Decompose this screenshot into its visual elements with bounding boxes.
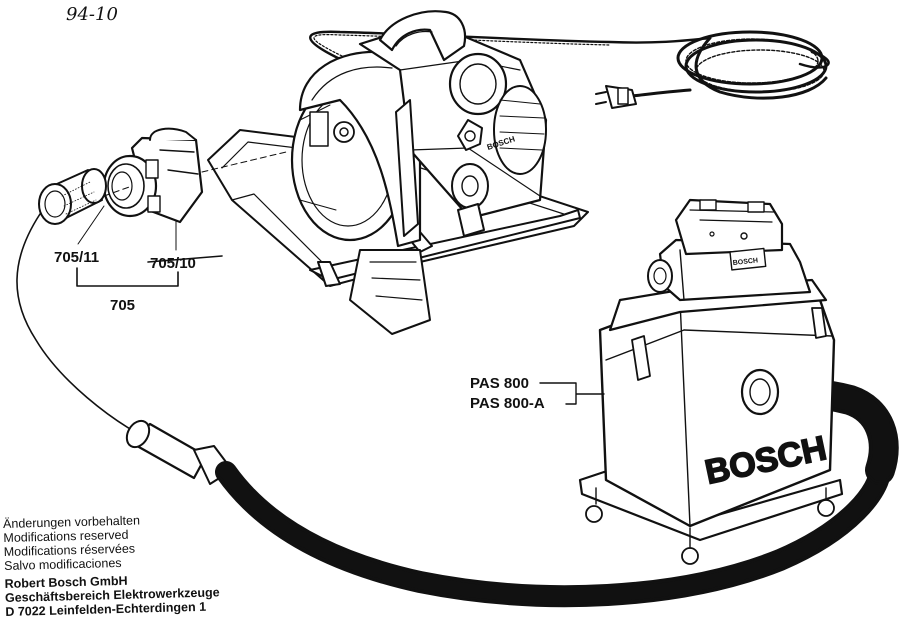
- company-address: D 7022 Leinfelden-Echterdingen 1: [5, 600, 206, 619]
- model-bracket: [539, 382, 605, 405]
- group-bracket: [76, 267, 179, 287]
- handwritten-reference: 94-10: [66, 4, 118, 25]
- notice-block: Änderungen vorbehalten Modifications res…: [3, 513, 220, 619]
- mains-plug: [595, 85, 637, 109]
- company-division: Geschäftsbereich Elektrowerkzeuge: [5, 585, 220, 605]
- notice-line-es: Salvo modificaciones: [4, 556, 122, 573]
- company-name: Robert Bosch GmbH: [4, 574, 127, 591]
- notice-line-fr: Modifications réservées: [4, 542, 136, 559]
- lid-brand-label: BOSCH: [732, 257, 758, 267]
- model-label-pas-800-a: PAS 800-A: [470, 395, 545, 412]
- part-label-705-11: 705/11: [54, 249, 99, 266]
- leader-705-11: [77, 205, 105, 245]
- power-cord: [309, 30, 830, 100]
- notice-line-de: Änderungen vorbehalten: [3, 513, 140, 531]
- notice-line-en: Modifications reserved: [3, 528, 128, 545]
- wet-dry-vacuum: BOSCH BOSCH: [578, 198, 844, 565]
- part-label-705-10: 705/10: [150, 255, 196, 272]
- connection-line: [16, 213, 151, 441]
- strike-through-line: [147, 255, 223, 263]
- model-label-pas-800: PAS 800: [470, 375, 529, 392]
- part-label-705: 705: [110, 297, 135, 314]
- extraction-adapter-705-10: [102, 127, 204, 224]
- filter-sleeve-705-11: [38, 168, 107, 225]
- circular-saw: BOSCH: [207, 10, 589, 335]
